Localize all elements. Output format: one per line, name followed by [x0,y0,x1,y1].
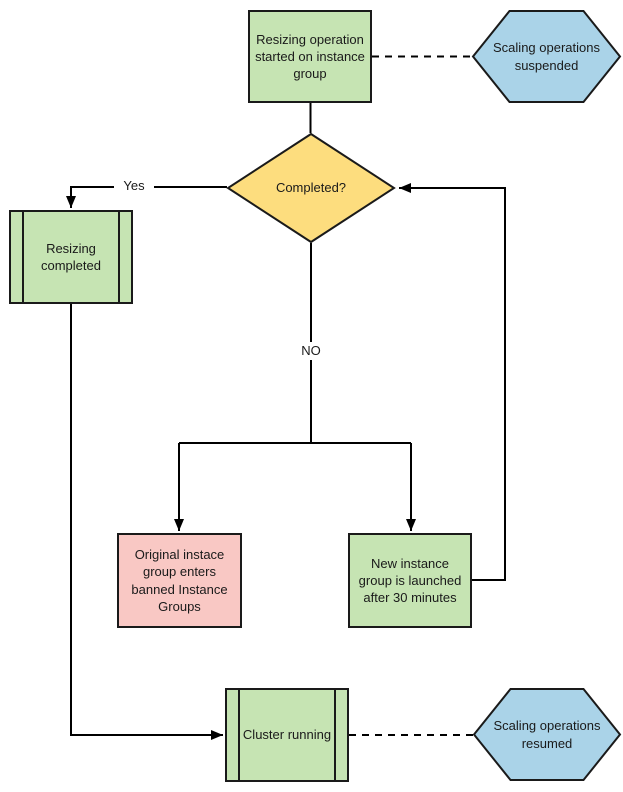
node-cluster-running-label: Cluster running [242,727,332,743]
node-scaling-resumed-label: Scaling operations resumed [493,718,601,751]
node-resizing-completed-label: Resizing completed [41,240,101,273]
predefined-bar-left [22,212,24,302]
predefined-bar-right [334,690,336,780]
predefined-bar-left [238,690,240,780]
edge-new-instance-to-decision [399,183,506,581]
node-cluster-running[interactable]: Cluster running [225,688,349,782]
node-new-instance-group-label: New instance group is launched after 30 … [358,555,462,606]
node-resizing-started[interactable]: Resizing operation started on instance g… [248,10,372,103]
node-banned-instance-groups-label: Original instace group enters banned Ins… [131,547,228,614]
diamond-shape [226,132,396,244]
edge-resizing-to-cluster [70,304,223,740]
node-banned-instance-groups[interactable]: Original instace group enters banned Ins… [117,533,242,628]
edge-label-no: NO [293,342,329,360]
node-resizing-completed[interactable]: Resizing completed [9,210,133,304]
node-scaling-suspended[interactable]: Scaling operations suspended [471,10,622,103]
hexagon-shape [471,10,622,103]
node-scaling-resumed[interactable]: Scaling operations resumed [472,688,622,781]
node-completed-decision-label: Completed? [275,180,347,196]
hexagon-shape [472,688,622,781]
predefined-bar-right [118,212,120,302]
edge-decision-yes-to-resizing [66,186,227,208]
node-new-instance-group[interactable]: New instance group is launched after 30 … [348,533,472,628]
edge-label-yes: Yes [114,177,154,195]
node-scaling-suspended-label: Scaling operations suspended [493,40,600,73]
node-completed-decision[interactable]: Completed? [226,132,396,244]
node-resizing-started-label: Resizing operation started on instance g… [255,31,365,82]
